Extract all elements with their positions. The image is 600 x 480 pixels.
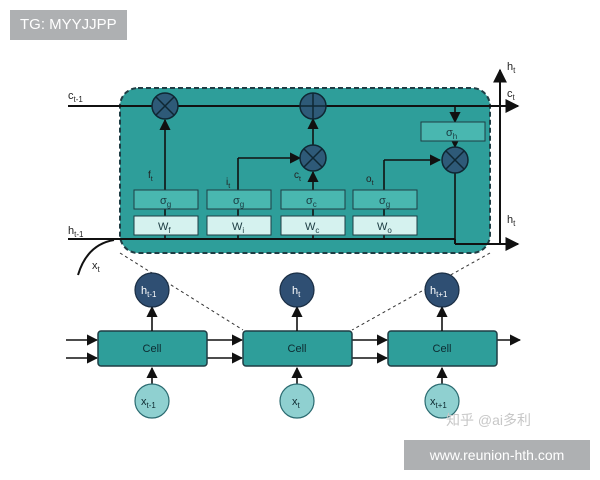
x-input-label: xt <box>92 260 101 274</box>
input-label-2: xt <box>292 396 301 410</box>
input-node-1 <box>134 383 170 419</box>
input-weight-label: Wi <box>232 221 244 235</box>
output-gate-weight <box>352 215 418 236</box>
c-prev-label: ct-1 <box>68 90 83 104</box>
sigma-h-box <box>420 121 486 142</box>
cand-gate-weight <box>280 215 346 236</box>
watermark: 知乎 @ai多利 <box>446 412 531 428</box>
top-tag: TG: MYYJJPP <box>10 10 127 40</box>
bottom-url-tag[interactable]: www.reunion-hth.com <box>404 440 590 470</box>
output-multiply-op <box>441 146 469 174</box>
forget-weight-label: Wf <box>158 221 171 235</box>
h-prev-label: ht-1 <box>68 225 84 239</box>
zoom-line-right <box>351 252 491 331</box>
forget-act-label: σg <box>160 195 171 209</box>
cell-label-2: Cell <box>288 343 307 355</box>
cell-label-3: Cell <box>433 343 452 355</box>
hidden-label-2: ht <box>292 285 301 299</box>
input-label-3: xt+1 <box>430 396 447 410</box>
forget-multiply-op <box>151 92 179 120</box>
i-label: it <box>226 177 230 190</box>
input-node-2 <box>279 383 315 419</box>
input-gate-act <box>206 189 272 210</box>
c-tilde-label: ct <box>294 170 301 183</box>
input-node-3 <box>424 383 460 419</box>
input-gate-weight <box>206 215 272 236</box>
cand-act-label: σc <box>306 195 317 209</box>
hidden-node-2 <box>279 272 315 308</box>
hidden-node-3 <box>424 272 460 308</box>
output-act-label: σg <box>379 195 390 209</box>
h-top-label: ht <box>507 61 516 75</box>
output-weight-label: Wo <box>377 221 392 235</box>
input-label-1: xt-1 <box>141 396 156 410</box>
sigma-h-label: σh <box>446 127 457 141</box>
h-right-label: ht <box>507 214 516 228</box>
input-act-label: σg <box>233 195 244 209</box>
cell-label-1: Cell <box>143 343 162 355</box>
c-out-label: ct <box>507 88 516 102</box>
cand-gate-act <box>280 189 346 210</box>
input-multiply-op <box>299 144 327 172</box>
o-label: ot <box>366 174 374 187</box>
lstm-cell-box <box>119 87 491 254</box>
x-input-curve <box>77 239 115 276</box>
forget-gate-weight <box>133 215 199 236</box>
output-gate-act <box>352 189 418 210</box>
hidden-node-1 <box>134 272 170 308</box>
cand-weight-label: Wc <box>305 221 319 235</box>
hidden-label-1: ht-1 <box>141 285 157 299</box>
f-label: ft <box>148 170 153 183</box>
forget-gate-act <box>133 189 199 210</box>
hidden-label-3: ht+1 <box>430 285 448 299</box>
cell-add-op <box>299 92 327 120</box>
zoom-line-left <box>119 252 244 331</box>
